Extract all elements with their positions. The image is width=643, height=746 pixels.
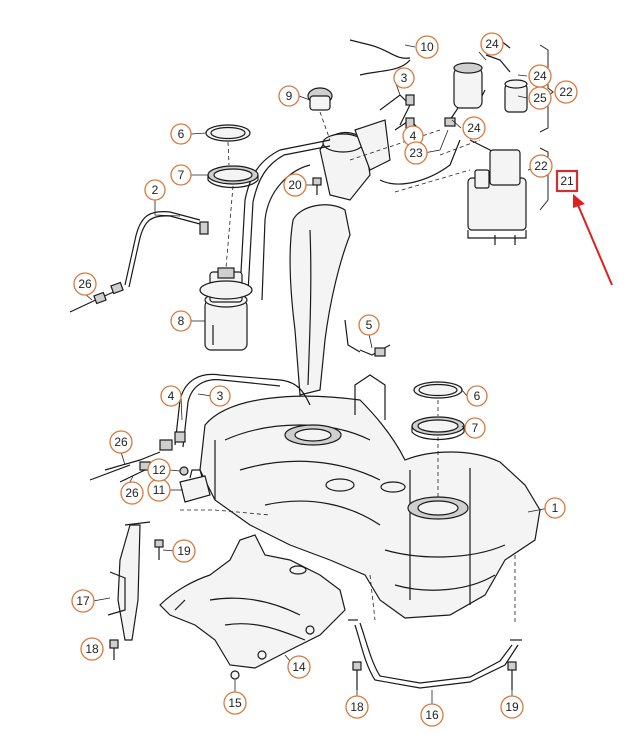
callout-24-top[interactable]: 24 (480, 32, 504, 56)
callout-7-top-label: 7 (178, 168, 185, 182)
callout-8[interactable]: 8 (170, 310, 192, 332)
callout-24-right-label: 24 (533, 69, 547, 83)
callout-22-top[interactable]: 22 (554, 80, 578, 104)
callout-17-label: 17 (76, 594, 90, 608)
callout-4-left-label: 4 (168, 389, 175, 403)
group-braces (539, 44, 554, 211)
callout-5-label: 5 (366, 318, 373, 332)
callout-26-mid-label: 26 (114, 435, 128, 449)
callout-20-label: 20 (288, 178, 302, 192)
callout-6-top-label: 6 (178, 127, 185, 141)
vent-valve (453, 39, 528, 113)
callout-6-right-label: 6 (474, 389, 481, 403)
callout-24-top-label: 24 (485, 37, 499, 51)
callout-19-left-label: 19 (177, 544, 191, 558)
callout-10[interactable]: 10 (415, 35, 439, 59)
callout-21-highlighted[interactable]: 21 (555, 169, 579, 193)
callout-19-left[interactable]: 19 (172, 539, 196, 563)
callout-12[interactable]: 12 (147, 458, 171, 482)
callout-7-right-label: 7 (472, 421, 479, 435)
tank-strap-right (348, 619, 522, 689)
callout-22-mid-label: 22 (534, 159, 548, 173)
callout-15[interactable]: 15 (223, 691, 247, 715)
callout-26-low-label: 26 (125, 486, 139, 500)
bracket (179, 469, 211, 503)
callout-1-label: 1 (552, 501, 559, 515)
callout-26-mid[interactable]: 26 (109, 430, 133, 454)
seal-rings (205, 124, 465, 497)
callout-6-right[interactable]: 6 (466, 385, 488, 407)
callout-4-left[interactable]: 4 (160, 385, 182, 407)
callout-4-top-label: 4 (410, 129, 417, 143)
callout-24-lower[interactable]: 24 (462, 116, 486, 140)
callout-2[interactable]: 2 (144, 179, 166, 201)
callout-11[interactable]: 11 (147, 478, 171, 502)
callout-3-left-label: 3 (217, 389, 224, 403)
callout-26-top[interactable]: 26 (73, 272, 97, 296)
callout-21-label: 21 (560, 174, 574, 188)
callout-14-label: 14 (292, 660, 306, 674)
callout-16-label: 16 (425, 708, 439, 722)
callout-14[interactable]: 14 (287, 655, 311, 679)
callout-15-label: 15 (228, 696, 242, 710)
callout-8-label: 8 (178, 314, 185, 328)
callout-18-left[interactable]: 18 (80, 637, 104, 661)
fuel-tank (199, 374, 541, 619)
callout-25[interactable]: 25 (528, 86, 552, 110)
callout-23[interactable]: 23 (404, 141, 428, 165)
callout-18-left-label: 18 (85, 642, 99, 656)
callout-20[interactable]: 20 (283, 173, 307, 197)
callout-26-low[interactable]: 26 (120, 481, 144, 505)
callout-22-mid[interactable]: 22 (529, 154, 553, 178)
callout-7-top[interactable]: 7 (170, 164, 192, 186)
callout-19-bottom-label: 19 (505, 700, 519, 714)
callout-7-right[interactable]: 7 (464, 417, 486, 439)
callout-3-left[interactable]: 3 (209, 385, 231, 407)
callout-6-top[interactable]: 6 (170, 123, 192, 145)
tank-strap-left (107, 521, 151, 641)
heat-shield (159, 534, 346, 669)
callout-9[interactable]: 9 (278, 85, 300, 107)
callout-25-label: 25 (533, 91, 547, 105)
callout-19-bottom[interactable]: 19 (500, 695, 524, 719)
filler-neck (289, 119, 391, 396)
callout-24-lower-label: 24 (467, 121, 481, 135)
callout-16[interactable]: 16 (420, 703, 444, 727)
callout-3-top-label: 3 (401, 71, 408, 85)
callout-26-top-label: 26 (78, 277, 92, 291)
callout-11-label: 11 (153, 483, 166, 497)
callout-12-label: 12 (152, 463, 166, 477)
line-art (69, 39, 554, 690)
callout-18-bottom-label: 18 (350, 700, 364, 714)
fuel-lines (69, 39, 501, 483)
callout-22-top-label: 22 (559, 85, 573, 99)
callout-18-bottom[interactable]: 18 (345, 695, 369, 719)
callout-23-label: 23 (409, 146, 423, 160)
line-connectors (93, 94, 456, 471)
red-pointer-arrow-icon (573, 194, 613, 286)
callout-1[interactable]: 1 (544, 497, 566, 519)
callout-17[interactable]: 17 (71, 589, 95, 613)
callout-5[interactable]: 5 (358, 314, 380, 336)
fuel-pump-module (199, 267, 253, 351)
charcoal-canister (467, 149, 527, 245)
callout-9-label: 9 (286, 89, 293, 103)
callout-10-label: 10 (420, 40, 434, 54)
callout-24-right[interactable]: 24 (528, 64, 552, 88)
callout-2-label: 2 (152, 183, 159, 197)
bolts (109, 177, 517, 690)
fuel-cap (307, 87, 333, 141)
callout-3-top[interactable]: 3 (393, 67, 415, 89)
